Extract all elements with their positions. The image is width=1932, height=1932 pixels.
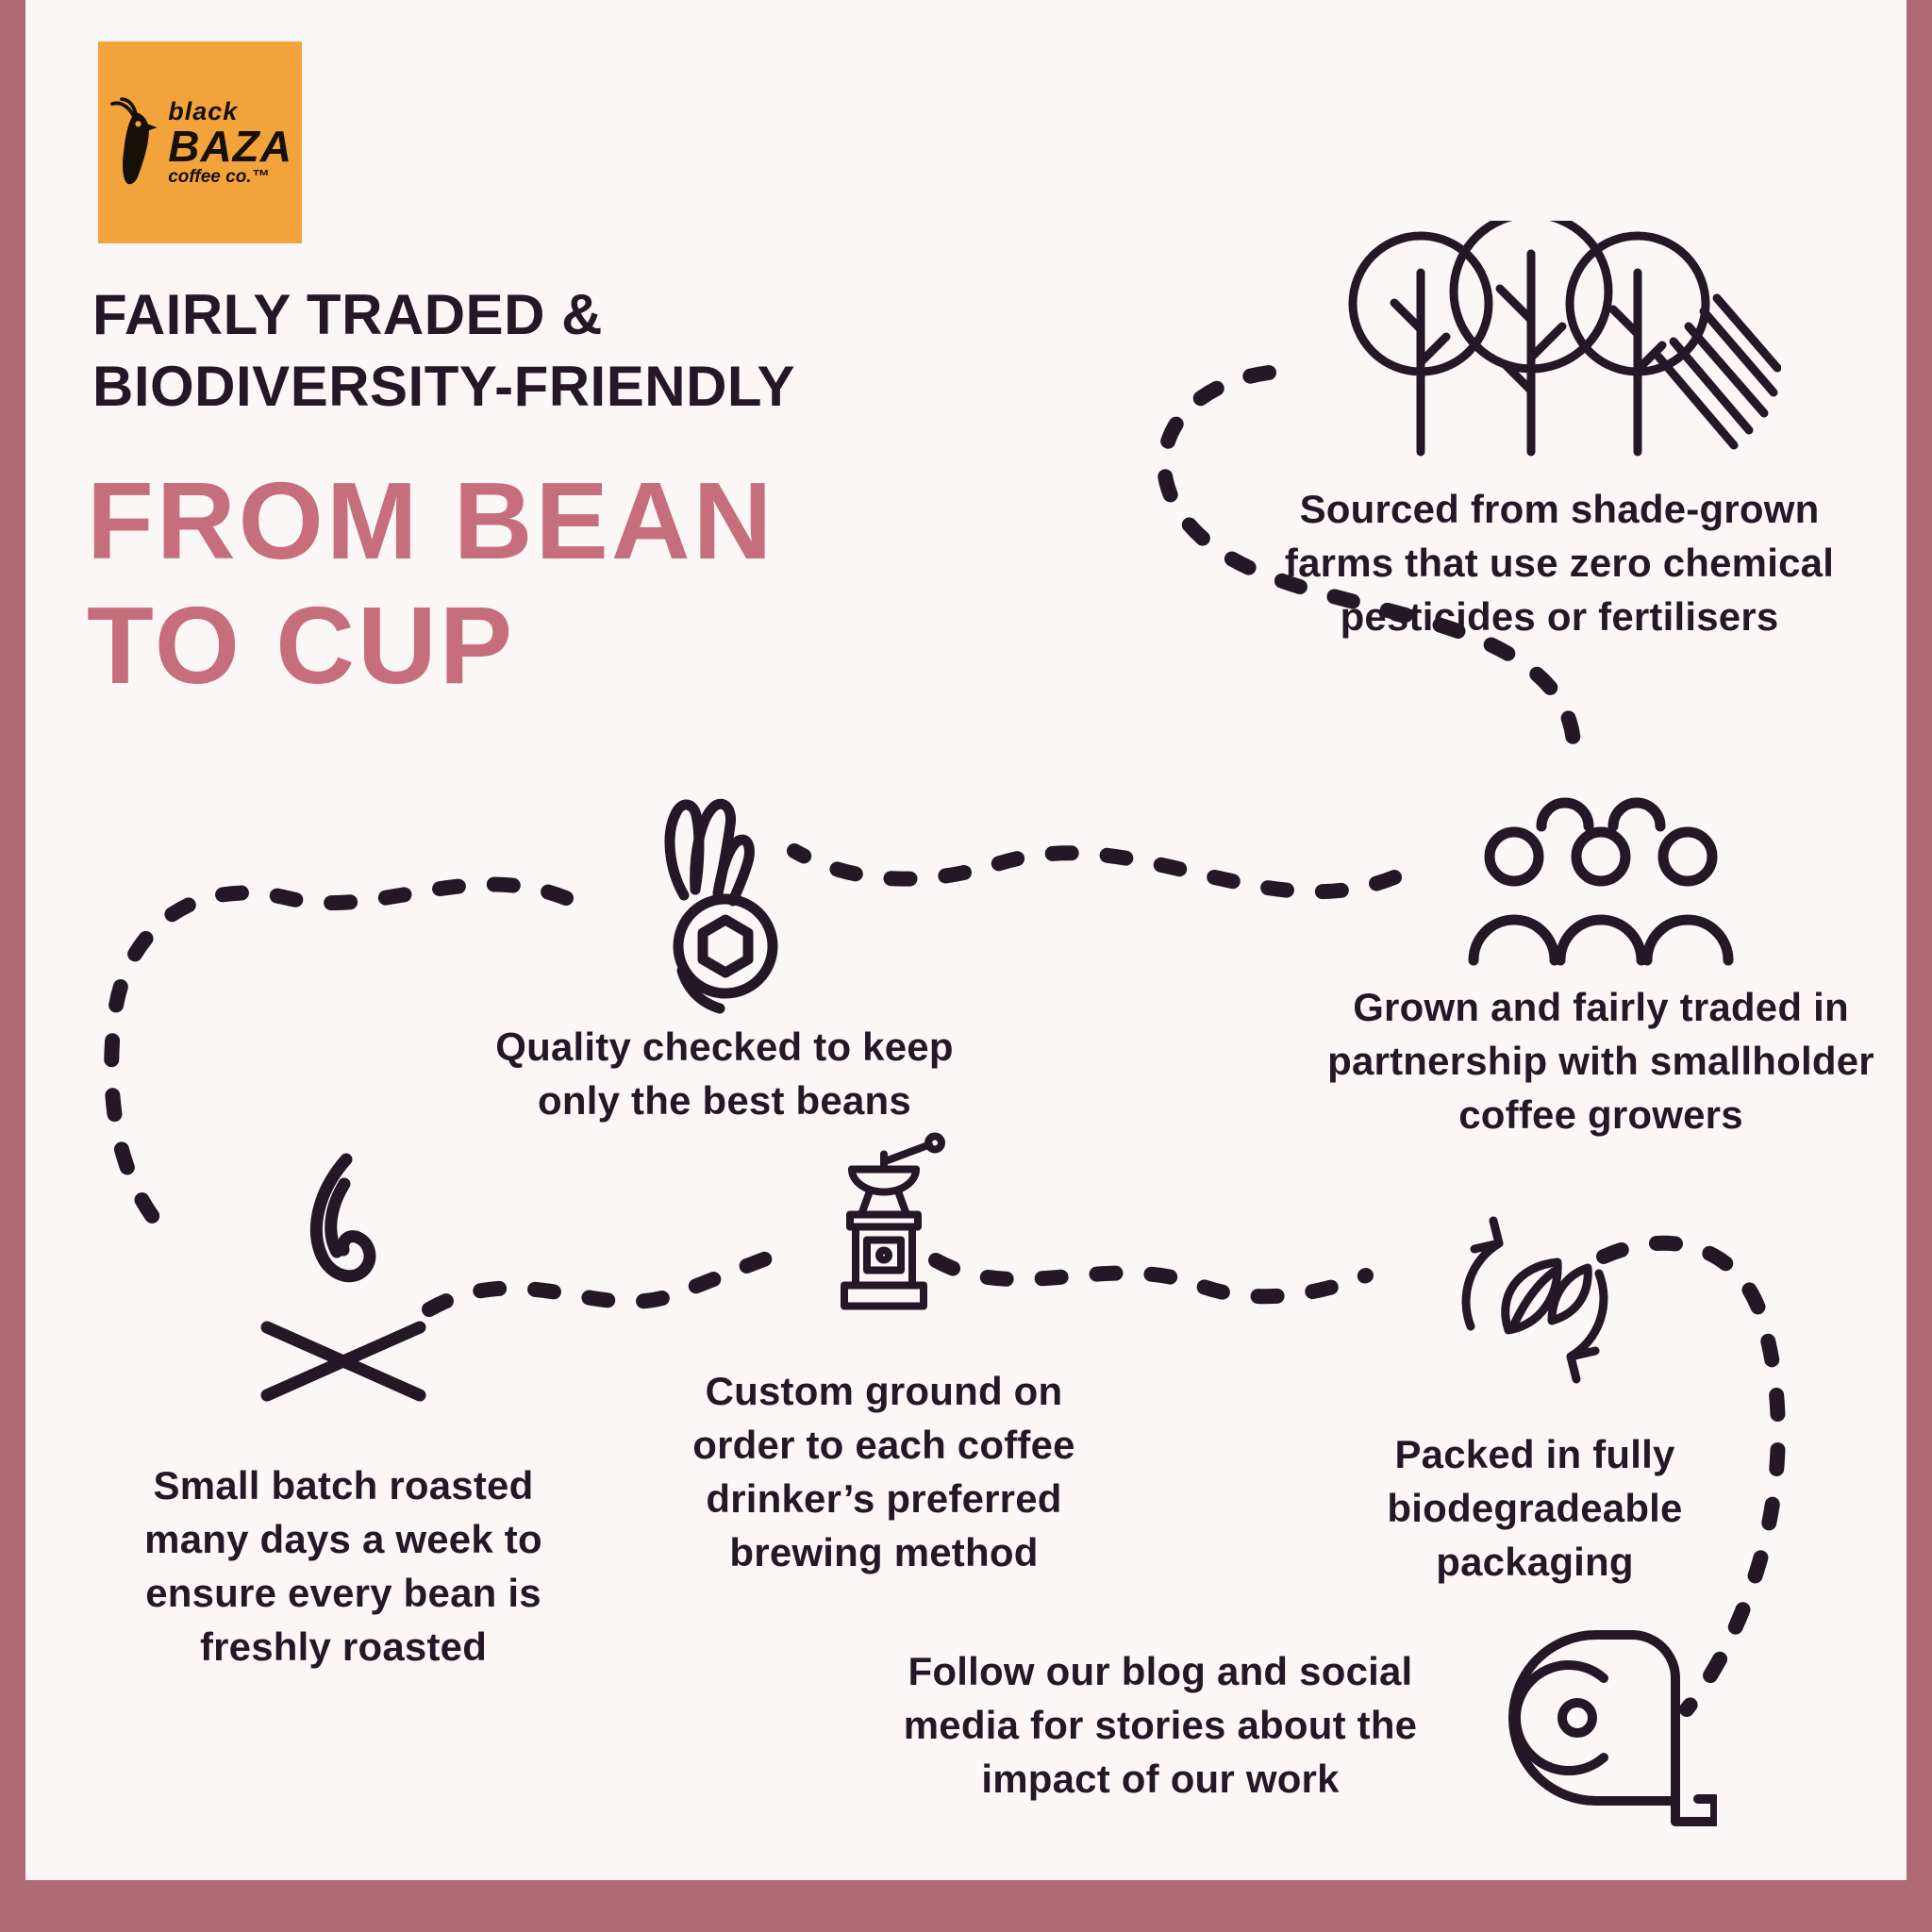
- smallholder-growers-icon: [1468, 797, 1734, 966]
- step-custom-ground: Custom ground on order to each coffee dr…: [667, 1124, 1101, 1579]
- frame-left-border: [0, 0, 25, 1932]
- subtitle-line2: BIODIVERSITY-FRIENDLY: [92, 354, 796, 418]
- step-blog-stories: Follow our blog and social media for sto…: [887, 1624, 1736, 1826]
- connector-roast-to-grind: [422, 1249, 779, 1317]
- ok-hand-bean-icon: [664, 798, 778, 1014]
- brand-name: black BAZA coffee co.™: [168, 97, 292, 187]
- connector-growers-to-quality: [787, 843, 1402, 900]
- step-fairly-traded: Grown and fairly traded in partnership w…: [1308, 789, 1893, 1141]
- title-line1: FROM BEAN: [87, 459, 775, 582]
- brand-name-line1: black: [168, 97, 239, 125]
- brand-name-line2: BAZA: [168, 122, 292, 171]
- step-quality-checked: Quality checked to keep only the best be…: [479, 784, 970, 1127]
- tape-measure-icon: [1508, 1630, 1717, 1826]
- frame-bottom-border: [0, 1880, 1932, 1932]
- step-biodegradeable-packaging: Packed in fully biodegradeable packaging: [1356, 1206, 1714, 1589]
- leaf-recycle-icon: [1461, 1216, 1608, 1384]
- page-title: FROM BEAN TO CUP: [87, 458, 774, 708]
- connector-quality-to-roast: [104, 876, 574, 1232]
- subtitle: FAIRLY TRADED & BIODIVERSITY-FRIENDLY: [92, 279, 795, 422]
- frame-right-border: [1907, 0, 1932, 1932]
- step-caption: Grown and fairly traded in partnership w…: [1327, 985, 1874, 1138]
- step-caption: Custom ground on order to each coffee dr…: [692, 1369, 1075, 1575]
- subtitle-line1: FAIRLY TRADED &: [92, 283, 603, 346]
- step-caption: Follow our blog and social media for sto…: [903, 1648, 1418, 1802]
- step-small-batch-roasted: Small batch roasted many days a week to …: [117, 1142, 570, 1674]
- step-caption: Quality checked to keep only the best be…: [495, 1024, 954, 1124]
- step-caption: Packed in fully biodegradeable packaging: [1387, 1432, 1683, 1585]
- step-caption: Sourced from shade-grown farms that use …: [1284, 487, 1835, 640]
- connector-grind-to-pack: [928, 1253, 1374, 1305]
- baza-bird-icon: [110, 97, 158, 185]
- step-caption: Small batch roasted many days a week to …: [144, 1463, 542, 1670]
- brand-name-line3: coffee co.™: [168, 167, 270, 187]
- coffee-grinder-icon: [841, 1132, 945, 1310]
- title-line2: TO CUP: [87, 584, 516, 708]
- step-shade-grown: Sourced from shade-grown farms that use …: [1267, 221, 1852, 643]
- brand-logo: black BAZA coffee co.™: [98, 42, 302, 243]
- campfire-icon: [260, 1153, 426, 1402]
- shade-trees-icon: [1348, 221, 1781, 457]
- connector-trees-to-growers: [1157, 365, 1582, 762]
